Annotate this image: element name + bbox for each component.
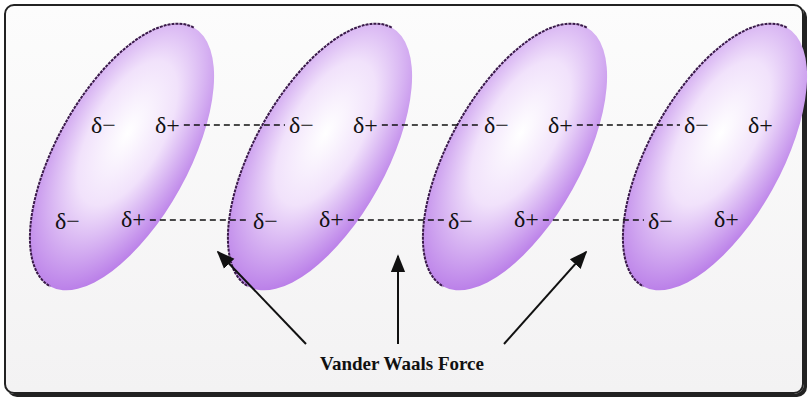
partial-charge: δ− — [289, 111, 314, 139]
partial-charge: δ+ — [319, 205, 344, 233]
partial-charge: δ− — [55, 207, 80, 235]
leader-arrow — [504, 252, 586, 344]
dipole-attraction — [543, 219, 644, 221]
ellipse-shape — [622, 23, 808, 291]
leader-arrow — [397, 256, 399, 344]
partial-charge: δ− — [484, 111, 509, 139]
partial-charge: δ+ — [121, 205, 146, 233]
ellipse-shape — [227, 23, 413, 291]
diagram-frame: δ− δ+ δ− δ+ δ− δ+ δ− δ+ δ− δ+ δ− δ+ δ− δ+ δ− δ+ Vander W… — [4, 4, 804, 394]
partial-charge: δ− — [648, 207, 673, 235]
ellipse-shape — [422, 23, 608, 291]
dipole-attraction — [184, 124, 285, 126]
partial-charge: δ+ — [748, 111, 773, 139]
connector-layer — [6, 6, 802, 392]
partial-charge: δ+ — [548, 111, 573, 139]
dipole-attraction — [348, 219, 444, 221]
partial-charge: δ− — [91, 111, 116, 139]
molecule-ellipse: δ− δ+ δ− δ+ — [622, 23, 808, 291]
dipole-attraction — [382, 124, 480, 126]
molecule-ellipse: δ− δ+ δ− δ+ — [422, 23, 608, 291]
leader-arrows — [6, 6, 802, 392]
molecule-ellipse: δ− δ+ δ− δ+ — [29, 23, 215, 291]
molecule-ellipse: δ− δ+ δ− δ+ — [227, 23, 413, 291]
partial-charge: δ− — [684, 111, 709, 139]
partial-charge: δ+ — [155, 111, 180, 139]
partial-charge: δ+ — [353, 111, 378, 139]
partial-charge: δ+ — [514, 205, 539, 233]
ellipse-shape — [29, 23, 215, 291]
partial-charge: δ− — [253, 207, 278, 235]
force-label: Vander Waals Force — [320, 352, 484, 376]
dipole-attraction — [150, 219, 249, 221]
partial-charge: δ− — [448, 207, 473, 235]
partial-charge: δ+ — [714, 205, 739, 233]
